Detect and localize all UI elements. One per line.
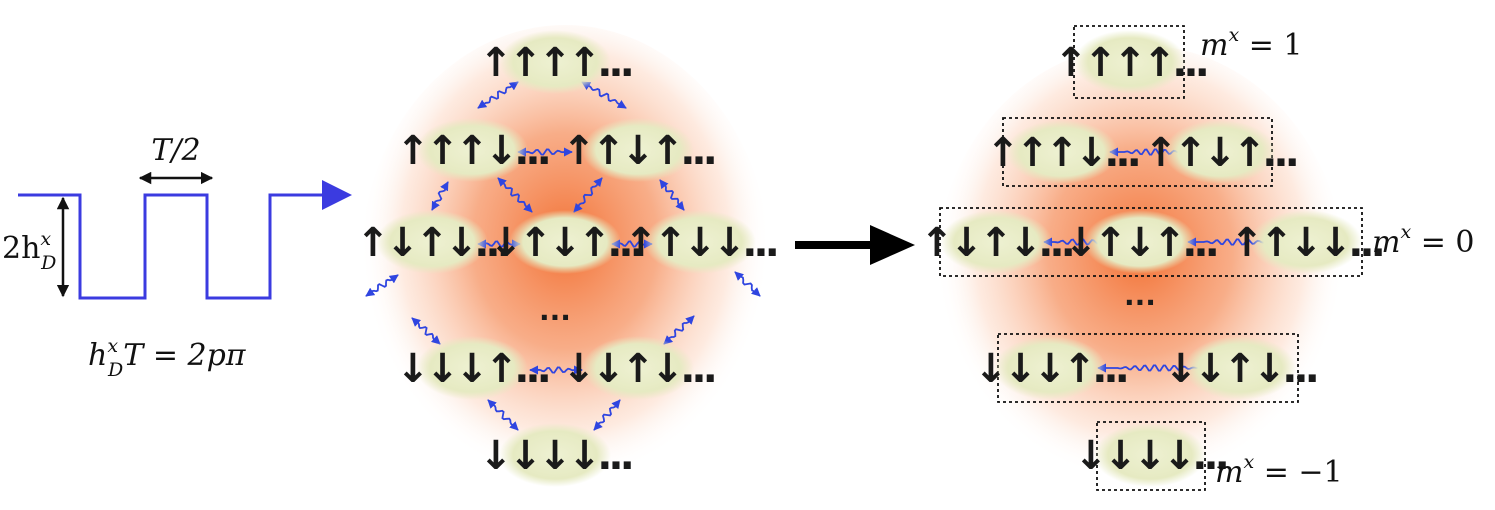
transition-arrow bbox=[795, 225, 915, 265]
square-wave bbox=[18, 193, 322, 300]
state-node: ↑↓↑↓... bbox=[920, 210, 1077, 274]
coupling-arrow bbox=[497, 177, 533, 213]
state-nodes-left: ↑↑↑↑... ↑↑↑↓... ↑↑↓↑... ↑↓↑↓...↓↑↓↑...↑↑↓↓.… bbox=[356, 30, 781, 487]
coupling-arrow bbox=[431, 181, 449, 211]
spin-configuration: ↓↓↓↑... bbox=[396, 346, 548, 392]
state-node: ↓↓↓↓... bbox=[479, 423, 636, 487]
spin-configuration: ↑↑↑↓... bbox=[986, 130, 1138, 176]
state-node-bubble bbox=[940, 210, 1052, 274]
state-node: ↑↓↑↓... bbox=[356, 210, 513, 274]
state-node-bubble bbox=[1084, 210, 1196, 274]
state-node: ↓↓↓↓... bbox=[1074, 423, 1231, 487]
state-node: ↓↑↓↑... bbox=[489, 210, 646, 274]
coupling-arrow bbox=[365, 274, 399, 297]
spin-configuration: ↑↓↑↓... bbox=[356, 220, 508, 266]
spin-configuration: ↑↑↓↑... bbox=[562, 128, 714, 174]
state-node-bubble bbox=[1006, 120, 1118, 184]
state-node-bubble bbox=[644, 210, 756, 274]
state-node-bubble bbox=[1094, 423, 1206, 487]
spin-configuration: ↓↓↑↓... bbox=[562, 346, 714, 392]
spin-configuration: ↓↓↓↓... bbox=[479, 433, 631, 479]
state-node-bubble bbox=[416, 336, 528, 400]
state-node-bubble bbox=[1250, 210, 1362, 274]
spin-configuration: ↑↑↑↓... bbox=[396, 128, 548, 174]
state-node-bubble bbox=[994, 336, 1106, 400]
coupling-arrow bbox=[593, 399, 621, 431]
state-node: ↑↑↑↑... bbox=[1054, 30, 1211, 94]
coupling-arrow bbox=[411, 317, 441, 345]
spin-configuration: ↑↑↓↑... bbox=[1144, 130, 1296, 176]
coupling-arrow bbox=[529, 365, 583, 375]
ellipsis-left: ... bbox=[539, 294, 571, 327]
state-network-right: ↑↑↑↑... ↑↑↑↓...↑↑↓↑... ↑↓↑↓...↓↑↓↑... ↑↑↓↓.… bbox=[920, 24, 1474, 505]
coupling-arrow bbox=[573, 177, 603, 213]
state-node: ↓↓↓↑... bbox=[396, 336, 553, 400]
spin-configuration: ↓↑↓↑... bbox=[489, 220, 641, 266]
state-node: ↑↑↑↑... bbox=[479, 30, 636, 94]
magnetization-label: mx = 1 bbox=[1200, 24, 1302, 63]
state-node-bubble bbox=[509, 210, 621, 274]
state-node: ↓↓↑↓... bbox=[562, 336, 719, 400]
state-node: ↑↑↑↓... bbox=[396, 118, 553, 182]
state-node-bubble bbox=[499, 423, 611, 487]
state-node: ↑↑↓↑... bbox=[1144, 120, 1301, 184]
spin-configuration: ↑↓↑↓... bbox=[920, 220, 1072, 266]
state-node-bubble bbox=[376, 210, 488, 274]
coupling-arrow bbox=[663, 315, 695, 345]
state-node-bubble bbox=[582, 336, 694, 400]
state-node-bubble bbox=[416, 118, 528, 182]
state-node: ↓↓↓↑... bbox=[974, 336, 1131, 400]
spin-configuration: ↓↓↑↓... bbox=[1164, 346, 1316, 392]
state-node: ↓↑↓↑... bbox=[1064, 210, 1221, 274]
coupling-arrow bbox=[734, 271, 761, 297]
ellipsis-right: ... bbox=[1124, 279, 1156, 312]
coupling-arrow bbox=[487, 399, 519, 431]
state-node: ↓↓↑↓... bbox=[1164, 336, 1321, 400]
spin-configuration: ↓↓↓↓... bbox=[1074, 433, 1226, 479]
spin-configuration: ↑↑↑↑... bbox=[1054, 40, 1206, 86]
spin-configuration: ↑↑↓↓... bbox=[1230, 220, 1382, 266]
magnetization-label: mx = 0 bbox=[1372, 221, 1474, 260]
state-node-bubble bbox=[1164, 120, 1276, 184]
magnetization-labels: mx = 1 mx = 0 mx = −1 bbox=[1200, 24, 1474, 490]
spin-configuration: ↑↑↑↑... bbox=[479, 40, 631, 86]
spin-configuration: ↑↑↓↓... bbox=[624, 220, 776, 266]
spin-configuration: ↓↓↓↑... bbox=[974, 346, 1126, 392]
state-node: ↑↑↓↓... bbox=[624, 210, 781, 274]
state-node-bubble bbox=[1074, 30, 1186, 94]
coupling-arrow bbox=[659, 179, 685, 211]
state-network-left: ↑↑↑↑... ↑↑↑↓... ↑↑↓↑... ↑↓↑↓...↓↑↓↑...↑↑↓↓.… bbox=[356, 25, 781, 505]
state-node: ↑↑↓↓... bbox=[1230, 210, 1387, 274]
coupling-arrow bbox=[477, 81, 519, 109]
state-node: ↑↑↑↓... bbox=[986, 120, 1143, 184]
time-arrow-head bbox=[322, 180, 352, 210]
state-node-bubble bbox=[1184, 336, 1296, 400]
state-node-bubble bbox=[499, 30, 611, 94]
half-period-label: T/2 bbox=[151, 133, 200, 168]
spin-configuration: ↓↑↓↑... bbox=[1064, 220, 1216, 266]
state-node-bubble bbox=[582, 118, 694, 182]
magnetization-label: mx = −1 bbox=[1215, 451, 1343, 490]
state-nodes-right: ↑↑↑↑... ↑↑↑↓...↑↑↓↑... ↑↓↑↓...↓↑↓↑... ↑↑↓↓.… bbox=[920, 30, 1387, 487]
state-node: ↑↑↓↑... bbox=[562, 118, 719, 182]
